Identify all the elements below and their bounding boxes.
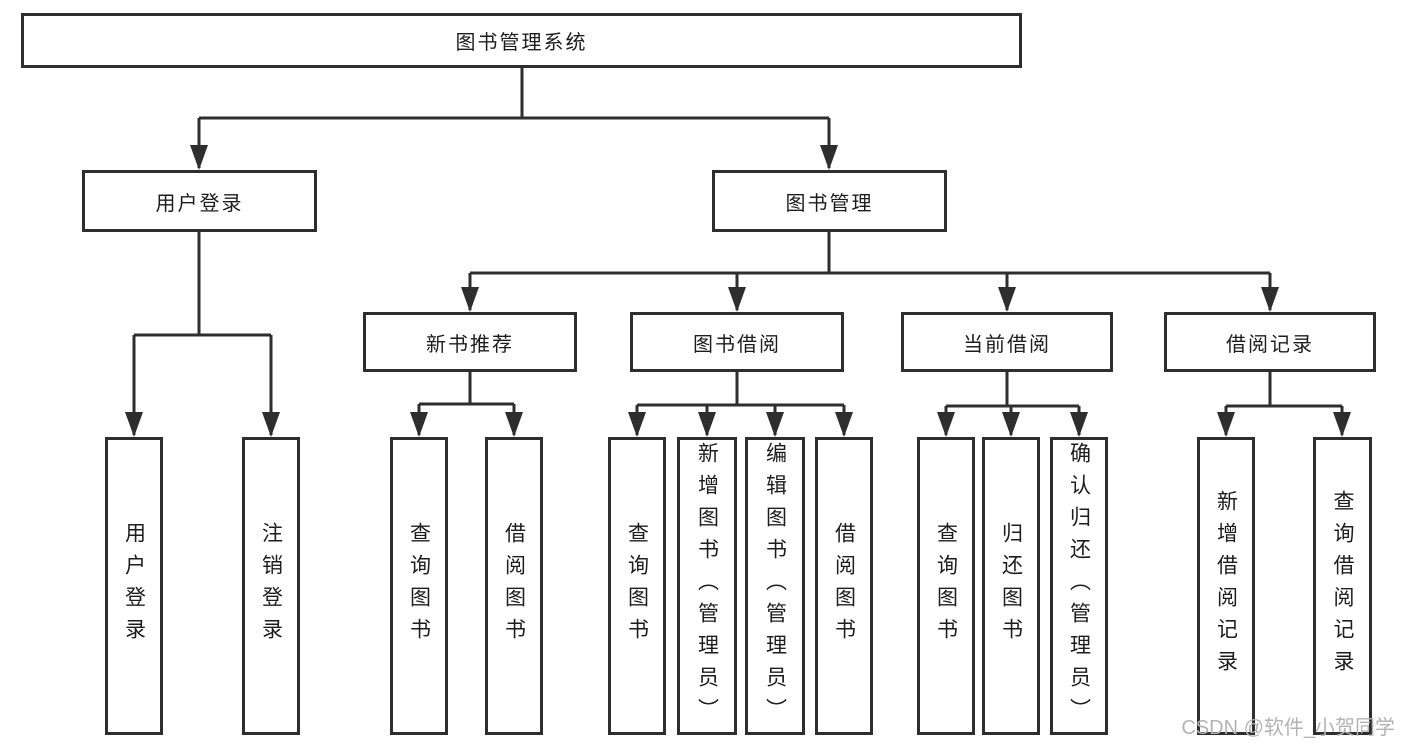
- arrowhead-down-icon: [728, 287, 746, 312]
- node-label: 用户登录: [155, 192, 244, 215]
- leaf-return-books: 归还图书: [982, 437, 1040, 735]
- leaf-query-books-current: 查询图书: [917, 437, 975, 735]
- node-label: 借阅记录: [1226, 333, 1314, 356]
- node-label: 确认归还（管理员）: [1067, 442, 1091, 730]
- node-book-management: 图书管理: [712, 170, 947, 232]
- arrowhead-down-icon: [628, 412, 646, 437]
- leaf-query-books-borrow: 查询图书: [608, 437, 666, 735]
- node-label: 新增借阅记录: [1214, 490, 1238, 682]
- leaf-borrow-books-recommend: 借阅图书: [485, 437, 543, 735]
- node-label: 新增图书（管理员）: [695, 442, 719, 730]
- node-label: 查询借阅记录: [1331, 490, 1354, 682]
- leaf-logout: 注销登录: [242, 437, 300, 735]
- node-label: 归还图书: [999, 522, 1023, 650]
- node-label: 图书借阅: [693, 333, 781, 356]
- leaf-confirm-return-admin: 确认归还（管理员）: [1050, 437, 1108, 735]
- node-new-book-recommendation: 新书推荐: [363, 312, 577, 372]
- arrowhead-down-icon: [1217, 412, 1235, 437]
- arrowhead-down-icon: [1333, 412, 1351, 437]
- node-label: 图书管理系统: [455, 32, 588, 54]
- arrowhead-down-icon: [1002, 412, 1020, 437]
- node-label: 查询图书: [407, 522, 431, 650]
- leaf-add-books-admin: 新增图书（管理员）: [677, 437, 737, 735]
- node-borrowing-records: 借阅记录: [1164, 312, 1376, 372]
- leaf-borrow-books: 借阅图书: [815, 437, 873, 735]
- leaf-edit-books-admin: 编辑图书（管理员）: [745, 437, 805, 735]
- arrowhead-down-icon: [698, 412, 716, 437]
- node-label: 查询图书: [934, 522, 958, 650]
- node-user-login: 用户登录: [82, 170, 317, 232]
- leaf-query-borrow-record: 查询借阅记录: [1313, 437, 1372, 735]
- arrowhead-down-icon: [190, 145, 208, 170]
- node-label: 当前借阅: [963, 333, 1051, 356]
- node-label: 借阅图书: [502, 522, 526, 650]
- node-current-borrowing: 当前借阅: [901, 312, 1113, 372]
- node-label: 编辑图书（管理员）: [763, 442, 787, 730]
- arrowhead-down-icon: [262, 412, 280, 437]
- node-label: 注销登录: [259, 522, 283, 650]
- node-label: 查询图书: [625, 522, 649, 650]
- node-label: 借阅图书: [832, 522, 856, 650]
- arrowhead-down-icon: [461, 287, 479, 312]
- arrowhead-down-icon: [766, 412, 784, 437]
- arrowhead-down-icon: [505, 412, 523, 437]
- arrowhead-down-icon: [1070, 412, 1088, 437]
- leaf-add-borrow-record: 新增借阅记录: [1197, 437, 1255, 735]
- leaf-query-books-recommend: 查询图书: [390, 437, 448, 735]
- csdn-watermark: CSDN @软件_小贺同学: [1181, 717, 1395, 739]
- node-label: 用户登录: [122, 522, 146, 650]
- arrowhead-down-icon: [1261, 287, 1279, 312]
- arrowhead-down-icon: [125, 412, 143, 437]
- node-library-management-system: 图书管理系统: [21, 13, 1022, 68]
- node-book-borrowing: 图书借阅: [630, 312, 844, 372]
- arrowhead-down-icon: [998, 287, 1016, 312]
- node-label: 图书管理: [785, 192, 874, 215]
- arrowhead-down-icon: [835, 412, 853, 437]
- leaf-user-login: 用户登录: [105, 437, 163, 735]
- arrowhead-down-icon: [937, 412, 955, 437]
- arrowhead-down-icon: [820, 145, 838, 170]
- node-label: 新书推荐: [426, 333, 514, 356]
- arrowhead-down-icon: [410, 412, 428, 437]
